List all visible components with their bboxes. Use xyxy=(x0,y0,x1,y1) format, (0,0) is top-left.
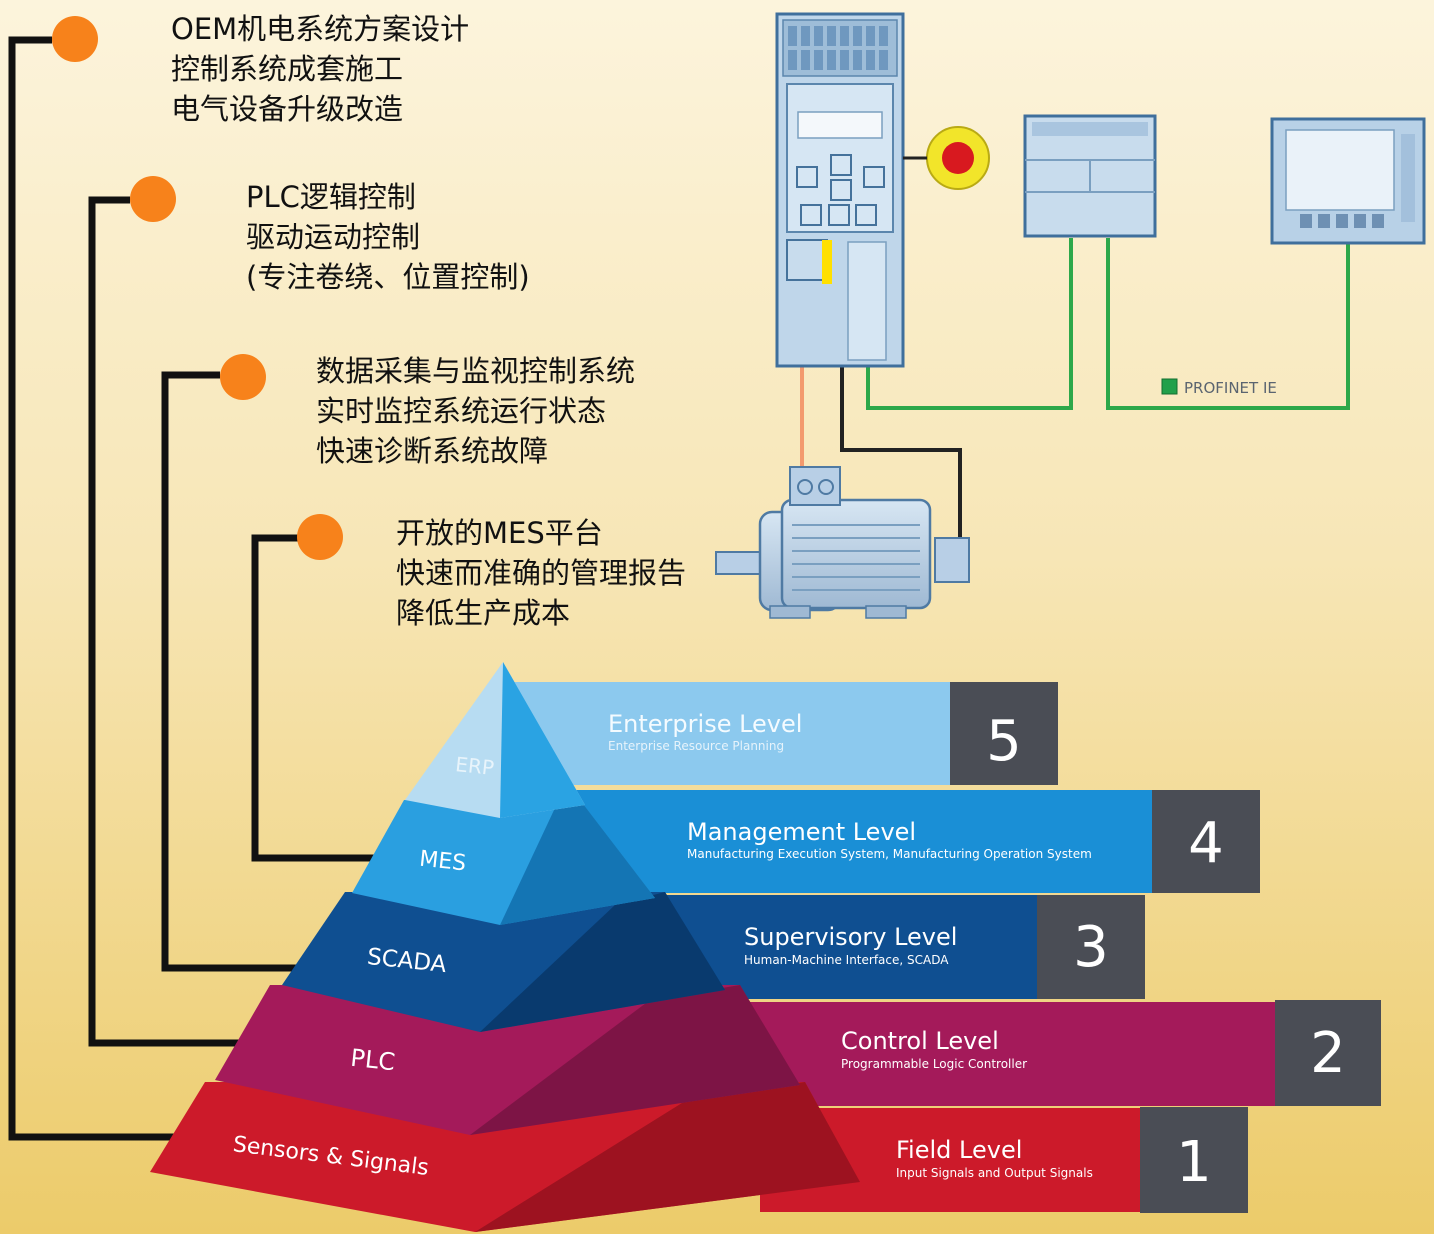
tier-label-mes: MES xyxy=(418,847,467,877)
hmi-panel-icon xyxy=(1270,117,1426,245)
connector-mes xyxy=(251,534,402,862)
callout-line: 降低生产成本 xyxy=(396,596,571,630)
callout-scada: 数据采集与监视控制系统 实时监控系统运行状态 快速诊断系统故障 xyxy=(316,351,635,471)
callout-line: 数据采集与监视控制系统 xyxy=(316,354,636,388)
level-number-5: 5 xyxy=(986,709,1022,774)
band-enterprise xyxy=(505,682,953,785)
band-title-1: Field Level xyxy=(896,1136,1022,1164)
band-subtitle-3: Human-Machine Interface, SCADA xyxy=(744,953,949,967)
marker-dot xyxy=(130,176,176,222)
band-subtitle-5: Enterprise Resource Planning xyxy=(608,739,784,753)
callout-mes: 开放的MES平台 快速而准确的管理报告 降低生产成本 xyxy=(396,513,686,633)
callout-line: 快速而准确的管理报告 xyxy=(396,556,687,590)
band-title-4: Management Level xyxy=(687,818,916,846)
drive-unit-icon xyxy=(775,12,905,368)
level-numbers: 5 4 3 2 1 xyxy=(986,709,1346,1195)
number-box-3 xyxy=(1037,895,1145,999)
connector-sensors xyxy=(8,36,225,1141)
callout-line: 控制系统成套施工 xyxy=(171,52,404,86)
callout-line: 实时监控系统运行状态 xyxy=(316,394,607,428)
equipment-illustration: PROFINET IE xyxy=(715,12,1426,619)
number-box-2 xyxy=(1275,1000,1381,1106)
callout-line: 电气设备升级改造 xyxy=(171,92,404,126)
callout-oem: OEM机电系统方案设计 控制系统成套施工 电气设备升级改造 xyxy=(171,9,469,129)
tier-label-plc: PLC xyxy=(349,1044,396,1077)
band-texts: Enterprise Level Enterprise Resource Pla… xyxy=(608,710,1093,1180)
connector-plc xyxy=(88,196,285,1047)
level-number-1: 1 xyxy=(1176,1130,1212,1195)
level-number-3: 3 xyxy=(1073,915,1109,980)
level-number-4: 4 xyxy=(1188,811,1224,876)
profinet-text: PROFINET IE xyxy=(1184,379,1277,397)
callout-markers xyxy=(52,16,343,560)
marker-dot xyxy=(297,514,343,560)
number-box-4 xyxy=(1152,790,1260,893)
band-subtitle-1: Input Signals and Output Signals xyxy=(896,1166,1093,1180)
band-title-3: Supervisory Level xyxy=(744,923,957,951)
callout-line: OEM机电系统方案设计 xyxy=(171,12,470,46)
band-title-2: Control Level xyxy=(841,1027,999,1055)
plc-module-icon xyxy=(1023,114,1157,238)
band-subtitle-4: Manufacturing Execution System, Manufact… xyxy=(687,847,1092,861)
callout-line: (专注卷绕、位置控制) xyxy=(246,260,530,294)
profinet-label: PROFINET IE xyxy=(1161,378,1277,397)
connector-lines xyxy=(8,36,402,1141)
callout-plc: PLC逻辑控制 驱动运动控制 (专注卷绕、位置控制) xyxy=(246,177,530,297)
callout-line: 驱动运动控制 xyxy=(246,220,421,254)
number-box-5 xyxy=(950,682,1058,785)
band-management xyxy=(560,790,1155,893)
pyramid xyxy=(150,662,860,1232)
marker-dot xyxy=(52,16,98,62)
band-title-5: Enterprise Level xyxy=(608,710,802,738)
band-subtitle-2: Programmable Logic Controller xyxy=(841,1057,1027,1071)
motor-icon xyxy=(715,466,970,619)
connector-scada xyxy=(161,371,343,972)
tier-label-erp: ERP xyxy=(454,752,495,780)
profinet-lines xyxy=(866,238,1350,410)
emergency-stop-icon xyxy=(903,126,990,190)
callout-line: 开放的MES平台 xyxy=(396,516,603,550)
level-number-2: 2 xyxy=(1310,1021,1346,1086)
number-box-1 xyxy=(1140,1107,1248,1213)
callout-line: 快速诊断系统故障 xyxy=(316,434,549,468)
callout-line: PLC逻辑控制 xyxy=(246,180,416,214)
marker-dot xyxy=(220,354,266,400)
